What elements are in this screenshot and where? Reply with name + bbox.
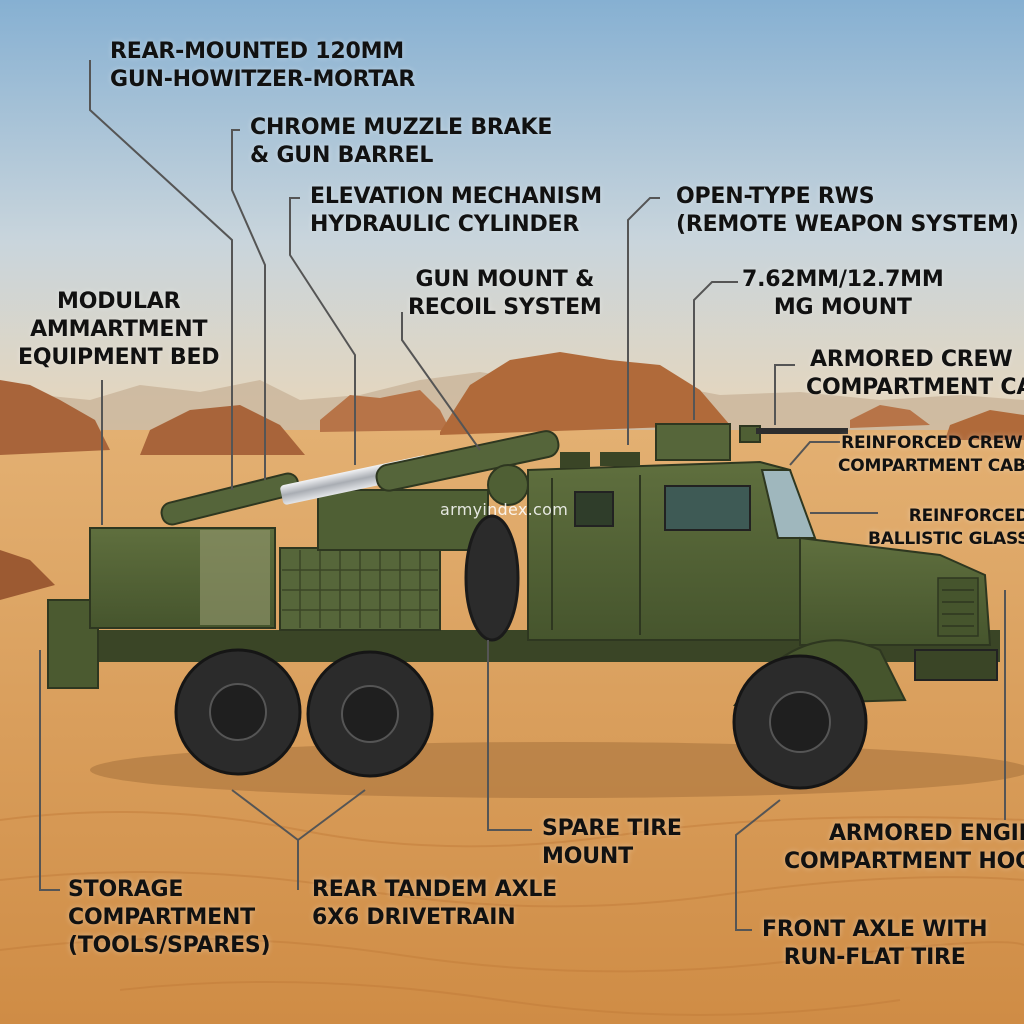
callout-storage-line1: STORAGE — [68, 877, 184, 902]
spare-tire — [464, 514, 520, 642]
callout-reinforced-cab: REINFORCED CREW COMPARTMENT CAB — [838, 432, 1024, 478]
leader-lines — [39, 60, 1006, 931]
callout-armored-cab-line2: COMPARTMENT CAB — [806, 375, 1024, 400]
leader-muzzle-brake — [231, 129, 266, 480]
leader-storage — [39, 650, 60, 891]
callout-storage: STORAGE COMPARTMENT (TOOLS/SPARES) — [68, 876, 271, 960]
callout-storage-line3: (TOOLS/SPARES) — [68, 933, 271, 958]
watermark: armyindex.com — [440, 500, 569, 519]
leader-armored-cab — [774, 364, 795, 425]
callout-ballistic-glass: REINFORCED BALLISTIC GLASS — [868, 505, 1024, 551]
callout-tandem-axle-line1: REAR TANDEM AXLE — [312, 877, 558, 902]
recoil-drum — [487, 464, 529, 506]
callout-spare-tire-line1: SPARE TIRE — [542, 816, 682, 841]
callout-reinforced-cab-line1: REINFORCED CREW — [841, 433, 1023, 453]
leader-gun-mount — [401, 312, 481, 451]
roof-equipment — [560, 452, 640, 468]
grille-slats — [942, 589, 974, 627]
callout-engine-hood-line1: ARMORED ENGINE — [828, 821, 1024, 846]
rear-tandem-wheels — [174, 648, 434, 778]
callout-rear-gun-line2: GUN-HOWITZER-MORTAR — [110, 67, 416, 92]
callout-modular-bed-line2: AMMARTMENT — [30, 317, 208, 342]
front-grille — [937, 577, 979, 637]
callout-modular-bed: MODULAR AMMARTMENT EQUIPMENT BED — [18, 288, 220, 372]
callout-gun-mount-line1: GUN MOUNT & — [415, 267, 595, 292]
callout-modular-bed-line3: EQUIPMENT BED — [18, 345, 220, 370]
callout-elevation-line2: HYDRAULIC CYLINDER — [310, 212, 580, 237]
callout-mg-mount-line2: MG MOUNT — [773, 295, 912, 320]
gun-mount-block — [317, 489, 489, 551]
sand-ripples — [0, 811, 1024, 1016]
callout-muzzle-brake-line2: & GUN BARREL — [250, 143, 434, 168]
callout-elevation: ELEVATION MECHANISM HYDRAULIC CYLINDER — [310, 183, 602, 239]
callout-gun-mount: GUN MOUNT & RECOIL SYSTEM — [408, 266, 602, 322]
callout-tandem-axle-line2: 6X6 DRIVETRAIN — [312, 905, 516, 930]
callout-mg-mount-line1: 7.62MM/12.7MM — [742, 267, 944, 292]
rock-formations — [0, 352, 1024, 600]
callout-armored-cab-line1: ARMORED CREW — [810, 347, 1013, 372]
callout-storage-line2: COMPARTMENT — [68, 905, 255, 930]
callout-rws-line1: OPEN-TYPE RWS — [676, 184, 875, 209]
callout-rws: OPEN-TYPE RWS (REMOTE WEAPON SYSTEM) — [676, 183, 1019, 239]
mesh-rack-grid — [282, 550, 438, 628]
callout-ballistic-glass-line1: REINFORCED — [908, 506, 1024, 526]
bed-panel — [200, 530, 270, 625]
leader-rear-gun — [89, 60, 233, 490]
callout-muzzle-brake: CHROME MUZZLE BRAKE & GUN BARREL — [250, 114, 552, 170]
callout-muzzle-brake-line1: CHROME MUZZLE BRAKE — [250, 115, 553, 140]
callout-front-axle-line1: FRONT AXLE WITH — [762, 917, 988, 942]
front-bumper — [914, 649, 998, 681]
callout-engine-hood-line2: COMPARTMENT HOOD — [784, 849, 1024, 874]
machine-gun — [756, 428, 848, 434]
leader-rws — [627, 197, 660, 445]
cab-door-lines — [551, 475, 641, 635]
callout-tandem-axle: REAR TANDEM AXLE 6X6 DRIVETRAIN — [312, 876, 557, 932]
cab-door-window — [664, 485, 751, 531]
callout-rws-line2: (REMOTE WEAPON SYSTEM) — [676, 212, 1019, 237]
callout-engine-hood: ARMORED ENGINE COMPARTMENT HOOD — [784, 820, 1024, 876]
callout-armored-cab: ARMORED CREW COMPARTMENT CAB — [806, 346, 1024, 402]
rws-turret — [655, 423, 731, 461]
callout-reinforced-cab-line2: COMPARTMENT CAB — [838, 456, 1024, 476]
callout-front-axle-line2: RUN-FLAT TIRE — [783, 945, 966, 970]
gun-barrel-sleeve — [375, 430, 560, 492]
callout-spare-tire-line2: MOUNT — [542, 844, 633, 869]
callout-spare-tire: SPARE TIRE MOUNT — [542, 815, 682, 871]
leader-tandem-axle-right — [297, 789, 366, 841]
front-wheel — [732, 654, 868, 790]
leader-front-axle — [735, 799, 781, 931]
callout-rear-gun: REAR-MOUNTED 120MM GUN-HOWITZER-MORTAR — [110, 38, 415, 94]
callout-front-axle: FRONT AXLE WITH RUN-FLAT TIRE — [762, 916, 988, 972]
leader-tandem-axle-left — [231, 789, 299, 841]
callout-gun-mount-line2: RECOIL SYSTEM — [408, 295, 602, 320]
ballistic-windshield — [760, 469, 817, 539]
leader-mg-mount — [693, 281, 738, 420]
leader-elevation — [289, 197, 356, 465]
leader-spare-tire — [487, 640, 532, 831]
leader-reinforced-cab — [789, 441, 840, 466]
callout-ballistic-glass-line2: BALLISTIC GLASS — [868, 529, 1024, 549]
callout-modular-bed-line1: MODULAR — [57, 289, 181, 314]
callout-elevation-line1: ELEVATION MECHANISM — [310, 184, 602, 209]
callout-mg-mount: 7.62MM/12.7MM MG MOUNT — [742, 266, 944, 322]
callout-rear-gun-line1: REAR-MOUNTED 120MM — [110, 39, 405, 64]
cab-side-window — [574, 491, 614, 527]
